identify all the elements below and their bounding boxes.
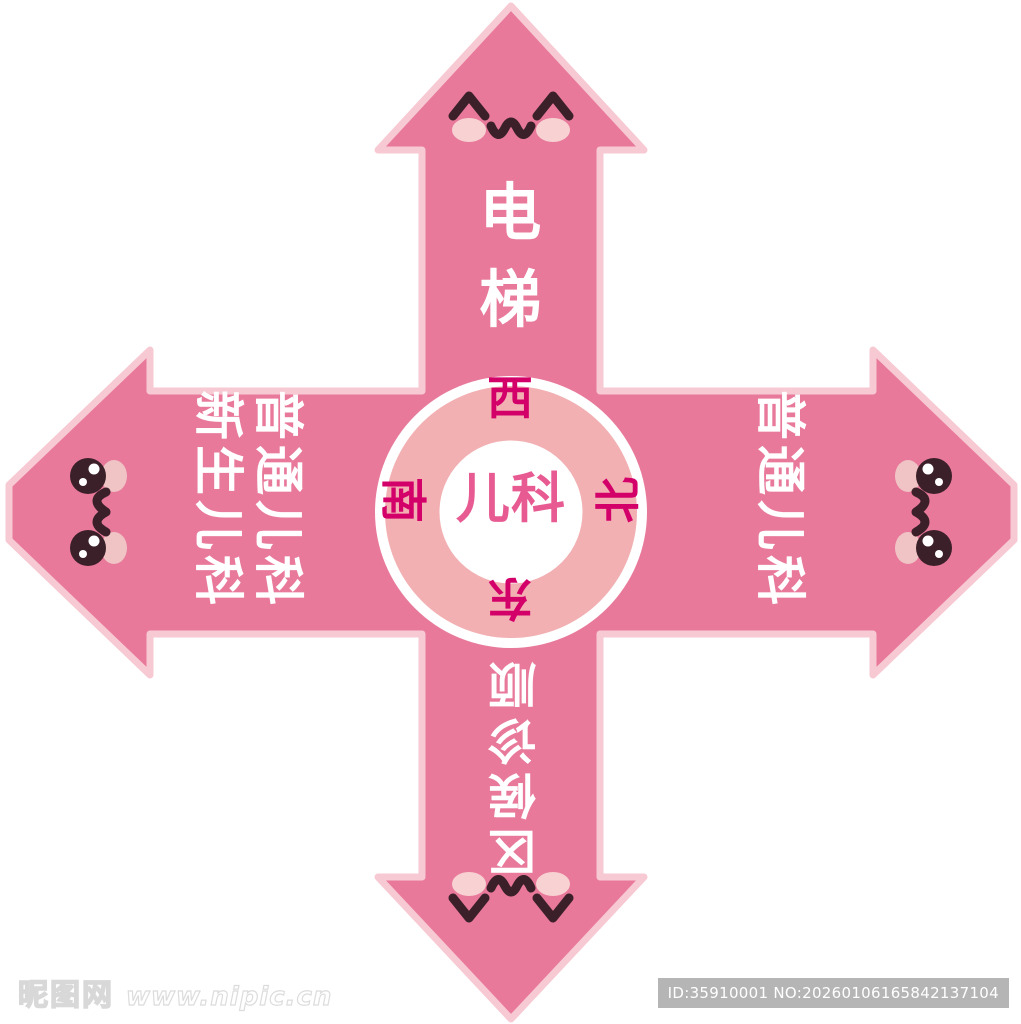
bottom-arrow-char-2: 候 xyxy=(483,767,537,824)
compass-label-east: 东 xyxy=(487,571,533,625)
watermark-logo-text: 昵图网 xyxy=(17,977,114,1014)
watermark-url-text: www.nipic.cn xyxy=(125,981,333,1012)
top-arrow-label: 电 梯 xyxy=(431,170,591,344)
bottom-arrow-char-3: 诊 xyxy=(483,711,537,768)
right-arrow-label: 普通儿科 xyxy=(590,310,970,690)
compass-label-west: 西 xyxy=(487,371,533,425)
center-department-label: 儿科 xyxy=(455,467,567,530)
bottom-arrow-char-1: 区 xyxy=(483,822,537,879)
bottom-arrow-char-4: 顺 xyxy=(483,655,537,712)
left-arrow-line-1: 普通儿科 xyxy=(249,390,308,610)
bottom-arrow-label: 区 候 诊 顺 xyxy=(430,655,590,879)
compass-label-south: 南 xyxy=(376,477,430,523)
stock-id-badge: ID:35910001 NO:20260106165842137104 xyxy=(657,978,1009,1008)
top-arrow-char-2: 梯 xyxy=(479,262,543,336)
watermark: 昵图网 www.nipic.cn xyxy=(17,970,333,1014)
compass-label-north: 北 xyxy=(591,477,645,523)
right-arrow-line-1: 普通儿科 xyxy=(751,390,810,610)
top-arrow-char-1: 电 xyxy=(479,176,543,249)
center-compass-disc xyxy=(375,376,647,648)
left-arrow-line-2: 新生儿科 xyxy=(189,390,247,610)
